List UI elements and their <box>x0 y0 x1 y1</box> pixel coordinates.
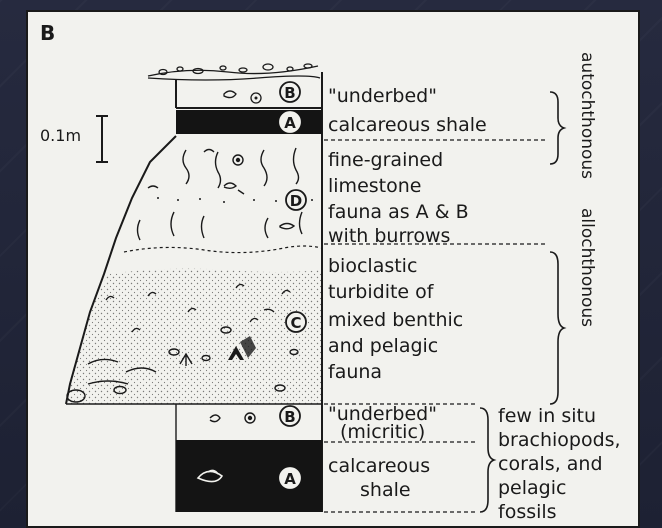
upper-shale-label: calcareous shale <box>328 114 487 136</box>
bed-boundary-d-c <box>124 246 322 253</box>
bed-d-text-4: with burrows <box>328 225 450 247</box>
allochthonous-label: allochthonous <box>577 208 597 327</box>
bed-d-text-2: limestone <box>328 175 421 197</box>
upper-underbed-label: "underbed" <box>328 85 437 107</box>
scale-bar: 0.1m <box>40 116 108 162</box>
bed-c-text-3: mixed benthic <box>328 309 463 331</box>
bed-c-text-4: and pelagic <box>328 335 438 357</box>
bed-c-text-1: bioclastic <box>328 255 417 277</box>
bed-d-text-1: fine-grained <box>328 149 443 171</box>
bed-d-text-3: fauna as A & B <box>328 201 469 223</box>
marker-lower-a: A <box>280 468 300 488</box>
lower-micritic-label: (micritic) <box>340 421 425 443</box>
insitu-text-1: few in situ <box>498 405 596 427</box>
insitu-text-5: fossils <box>498 501 557 523</box>
bed-d-burrows <box>138 148 303 240</box>
insitu-text-2: brachiopods, <box>498 429 621 451</box>
upper-bed-b <box>224 91 261 103</box>
marker-d: D <box>286 190 306 210</box>
lower-shale-label-2: shale <box>360 479 411 501</box>
svg-text:B: B <box>284 408 295 426</box>
bed-c-text-5: fauna <box>328 361 382 383</box>
bed-c-text-2: turbidite of <box>328 281 435 303</box>
stratigraphic-column-diagram: B 0.1m <box>28 12 640 528</box>
marker-c: C <box>286 312 306 332</box>
bed-c-stipple <box>66 269 322 404</box>
insitu-text-4: pelagic <box>498 477 566 499</box>
scale-label: 0.1m <box>40 126 81 145</box>
autochthonous-label: autochthonous <box>577 52 597 179</box>
svg-text:A: A <box>284 114 296 132</box>
panel-label: B <box>40 21 55 45</box>
svg-text:D: D <box>290 192 302 210</box>
stratigraphic-figure: B 0.1m <box>26 10 640 528</box>
insitu-text-3: corals, and <box>498 453 603 475</box>
svg-text:C: C <box>290 314 301 332</box>
top-rubble <box>148 64 320 80</box>
marker-upper-a: A <box>280 112 300 132</box>
marker-lower-b: B <box>280 406 300 426</box>
svg-text:B: B <box>284 84 295 102</box>
svg-text:A: A <box>284 470 296 488</box>
lower-shale-label-1: calcareous <box>328 455 430 477</box>
marker-upper-b: B <box>280 82 300 102</box>
